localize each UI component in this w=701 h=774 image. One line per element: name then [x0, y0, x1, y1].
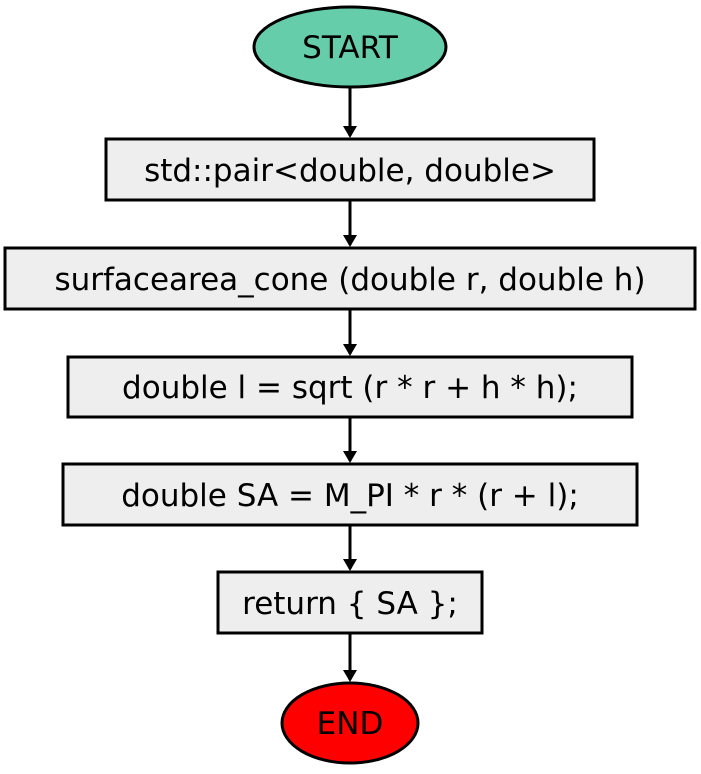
start-node: START — [252, 5, 448, 89]
process-box-4 — [61, 462, 639, 527]
process-node-4: double SA = M_PI * r * (r + l); — [61, 462, 639, 527]
process-label-2: surfacearea_cone (double r, double h) — [54, 262, 645, 298]
process-label-1: std::pair<double, double> — [144, 153, 556, 189]
process-label-5: return { SA }; — [242, 586, 458, 622]
end-node: END — [280, 681, 420, 765]
process-label-3: double l = sqrt (r * r + h * h); — [122, 370, 578, 406]
process-node-5: return { SA }; — [216, 570, 484, 635]
process-node-3: double l = sqrt (r * r + h * h); — [66, 355, 634, 419]
start-label: START — [302, 30, 399, 66]
process-label-4: double SA = M_PI * r * (r + l); — [121, 478, 579, 514]
process-box-5 — [216, 570, 484, 635]
start-ellipse — [252, 5, 448, 89]
process-box-1 — [104, 137, 596, 202]
end-ellipse — [280, 681, 420, 765]
process-node-1: std::pair<double, double> — [104, 137, 596, 202]
process-box-2 — [3, 246, 697, 311]
process-node-2: surfacearea_cone (double r, double h) — [3, 246, 697, 311]
end-label: END — [317, 706, 384, 742]
process-box-3 — [66, 355, 634, 419]
